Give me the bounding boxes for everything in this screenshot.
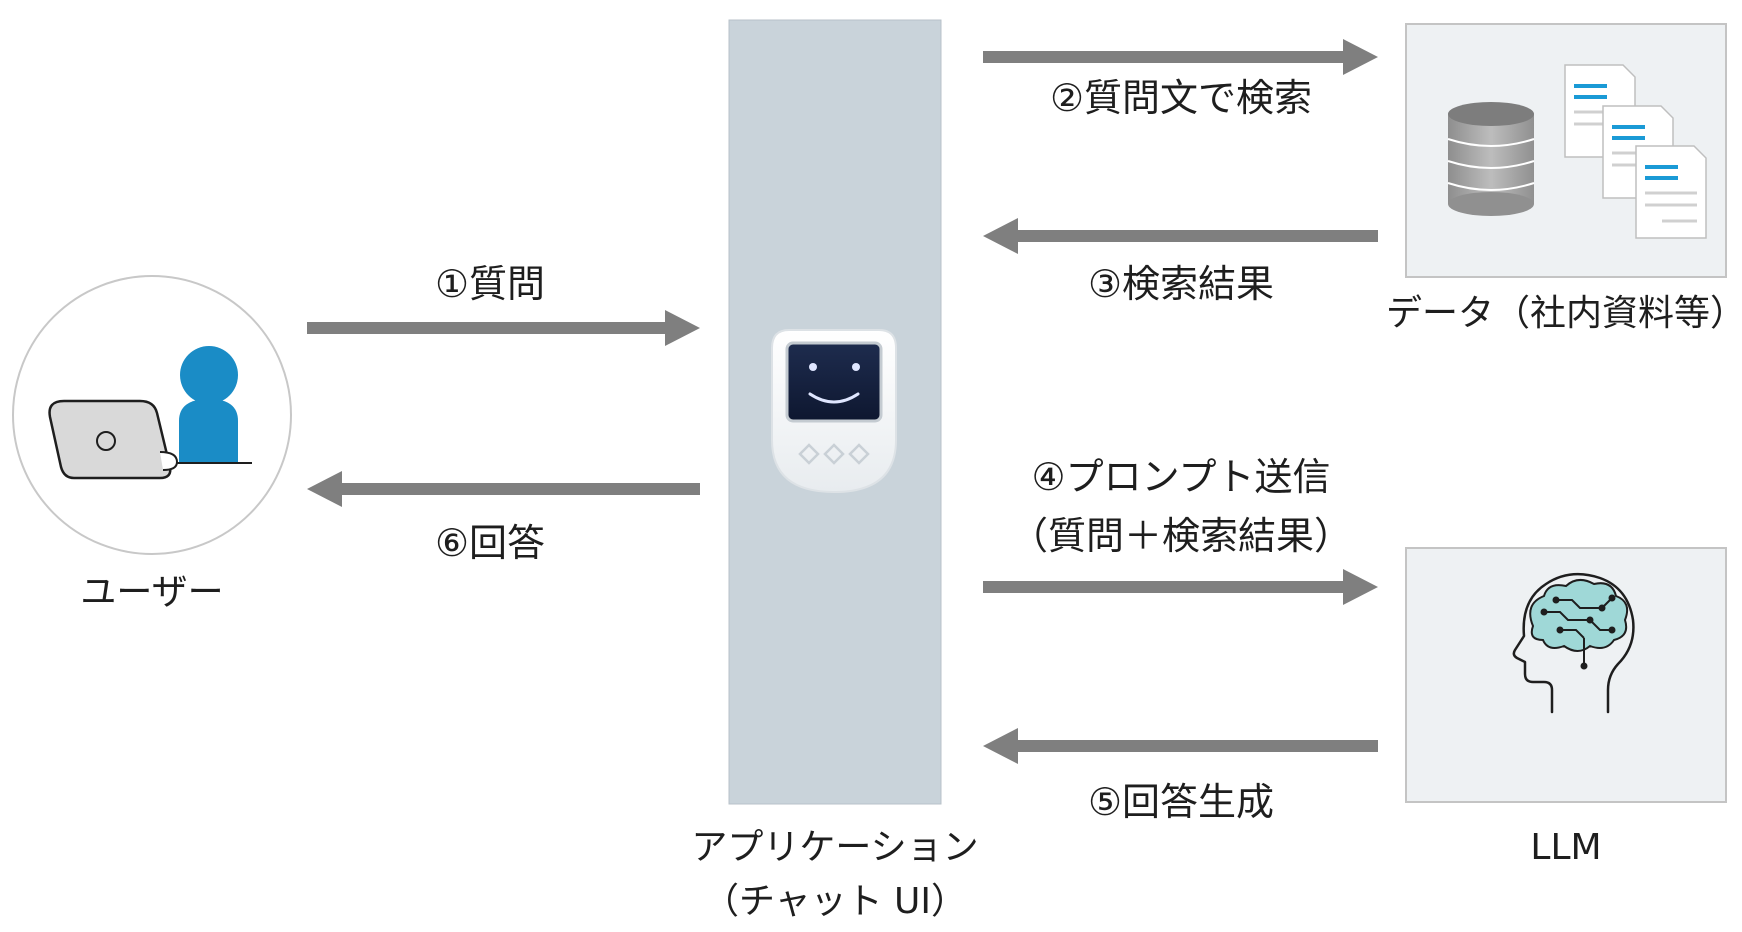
edge-label-question: ①質問 bbox=[434, 262, 546, 306]
arrow-answer-generation bbox=[983, 728, 1378, 764]
user-node bbox=[12, 275, 292, 555]
app-label-line1: アプリケーション bbox=[691, 827, 979, 868]
data-label: データ（社内資料等） bbox=[1385, 293, 1742, 334]
data-node bbox=[1405, 23, 1727, 278]
arrow-search-results bbox=[983, 218, 1378, 254]
document-icon bbox=[1635, 145, 1707, 239]
llm-node bbox=[1405, 547, 1727, 803]
database-documents-icon bbox=[1447, 64, 1707, 239]
edge-label-prompt-line2: （質問＋検索結果） bbox=[1009, 514, 1353, 558]
database-icon bbox=[1447, 102, 1535, 216]
edge-label-prompt-line1: ④プロンプト送信 bbox=[1031, 455, 1331, 499]
arrow-search bbox=[983, 39, 1378, 75]
edge-label-answer: ⑥回答 bbox=[434, 521, 546, 565]
arrow-prompt bbox=[983, 569, 1378, 605]
llm-label: LLM bbox=[1530, 827, 1602, 868]
edge-label-search-results: ③検索結果 bbox=[1087, 262, 1275, 306]
person-with-laptop-icon bbox=[48, 346, 252, 480]
app-node bbox=[728, 19, 942, 805]
app-label-line2: （チャット UI） bbox=[702, 881, 968, 922]
edge-label-answer-generation: ⑤回答生成 bbox=[1087, 780, 1275, 824]
arrow-question bbox=[307, 310, 700, 346]
edge-label-search: ②質問文で検索 bbox=[1049, 76, 1313, 120]
user-label: ユーザー bbox=[80, 572, 224, 613]
ai-brain-head-icon bbox=[1512, 572, 1635, 714]
arrow-answer bbox=[307, 471, 700, 507]
chat-robot-icon bbox=[771, 329, 897, 494]
arrows bbox=[307, 39, 1378, 764]
